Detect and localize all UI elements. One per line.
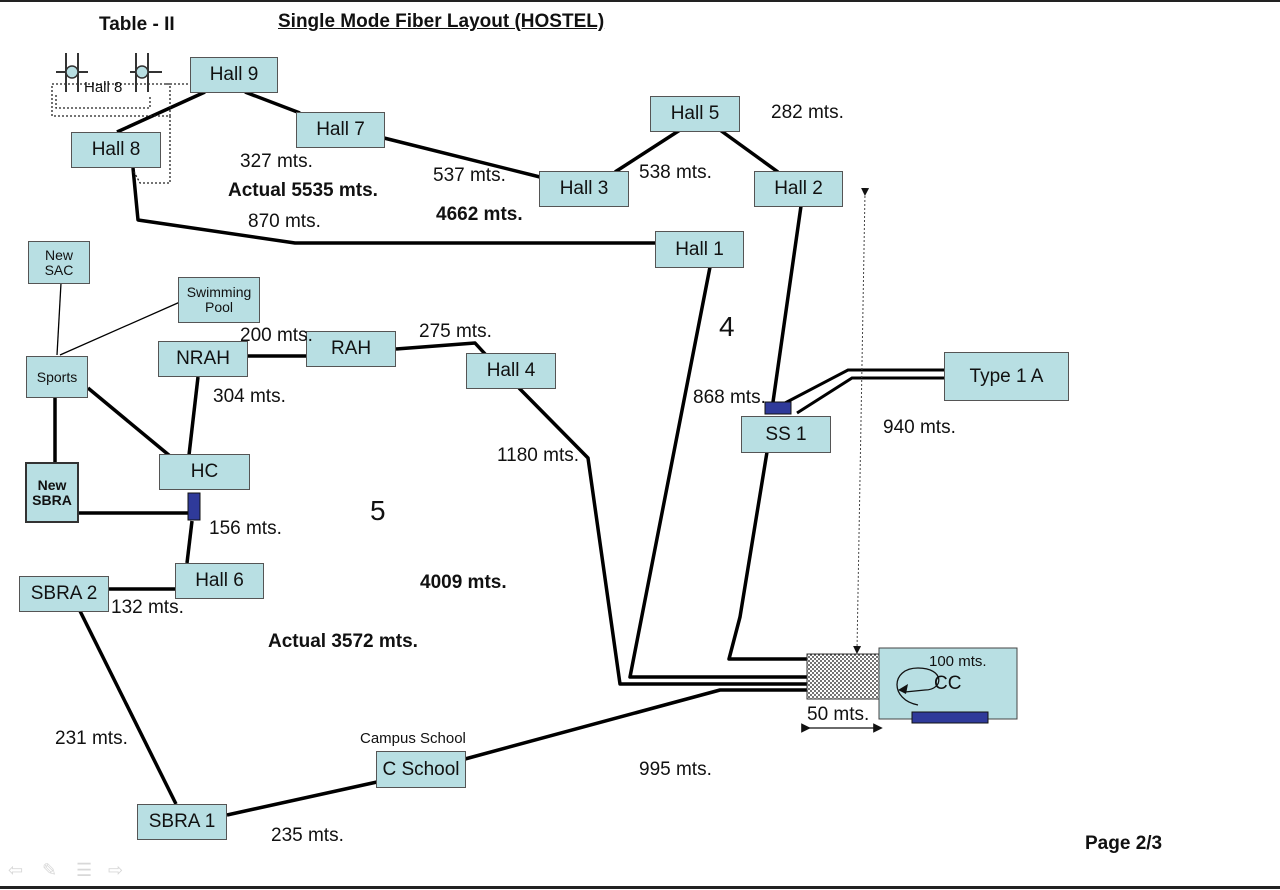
- node-c-school[interactable]: C School: [376, 751, 466, 788]
- dotted-arrow: [853, 187, 870, 654]
- link-hall1-cc: [628, 266, 807, 679]
- distance-100: 100 mts.: [929, 653, 987, 670]
- splice-box-ss1: [764, 401, 792, 415]
- actual-south-total: Actual 3572 mts.: [268, 631, 418, 652]
- distance-995: 995 mts.: [639, 759, 712, 780]
- actual-north-total: Actual 5535 mts.: [228, 180, 378, 201]
- link-sports-hc: [86, 386, 172, 458]
- distance-1180: 1180 mts.: [497, 445, 580, 466]
- cc-loop-icon: [896, 667, 940, 706]
- distance-50: 50 mts.: [807, 704, 870, 725]
- node-rah[interactable]: RAH: [306, 331, 396, 367]
- distance-868: 868 mts.: [693, 387, 766, 408]
- node-hall8[interactable]: Hall 8: [71, 132, 161, 168]
- zone-4-label: 4: [719, 311, 735, 342]
- node-swimming-pool[interactable]: Swimming Pool: [178, 277, 260, 323]
- node-sbra1[interactable]: SBRA 1: [137, 804, 227, 840]
- link-sbra1-cschool: [226, 780, 378, 817]
- link-cschool-cc: [464, 688, 807, 761]
- node-hall4[interactable]: Hall 4: [466, 353, 556, 389]
- menu-icon[interactable]: ☰: [76, 860, 93, 880]
- campus-school-label: Campus School: [360, 730, 466, 747]
- zone-5-label: 5: [370, 495, 386, 526]
- south-total: 4009 mts.: [420, 572, 507, 593]
- distance-940: 940 mts.: [883, 417, 956, 438]
- node-sbra2[interactable]: SBRA 2: [19, 576, 109, 612]
- node-hall1[interactable]: Hall 1: [655, 231, 744, 268]
- link-hall3-hall5: [614, 128, 681, 174]
- north-total: 4662 mts.: [436, 204, 523, 225]
- cc-patch-panel: [806, 653, 881, 700]
- distance-537: 537 mts.: [433, 165, 506, 186]
- distance-538: 538 mts.: [639, 162, 712, 183]
- link-newsac-sports: [56, 282, 62, 356]
- link-hc-hall6: [185, 520, 194, 564]
- link-ss1-cc: [727, 451, 807, 661]
- top-border: [0, 0, 1280, 2]
- distance-870: 870 mts.: [248, 211, 321, 232]
- link-rah-hall4: [395, 341, 488, 357]
- link-hall5-hall2: [718, 128, 780, 174]
- distance-327: 327 mts.: [240, 151, 313, 172]
- table-label: Table - II: [99, 14, 175, 35]
- link-hall8-hall9: [116, 90, 206, 134]
- link-hall9-hall7: [244, 90, 301, 115]
- distance-156: 156 mts.: [209, 518, 282, 539]
- link-ss1-type1a-a: [784, 368, 945, 405]
- cc-label: CC: [934, 673, 962, 694]
- splice-box-hc: [187, 492, 201, 521]
- pen-icon[interactable]: ✎: [42, 860, 58, 880]
- node-type1a[interactable]: Type 1 A: [944, 352, 1069, 401]
- link-nrah-hc: [187, 376, 200, 456]
- distance-132: 132 mts.: [111, 597, 184, 618]
- link-pool-sports: [59, 301, 181, 356]
- node-new-sbra[interactable]: New SBRA: [25, 462, 79, 523]
- node-hall9[interactable]: Hall 9: [190, 57, 278, 93]
- distance-235: 235 mts.: [271, 825, 344, 846]
- cc-rack: [911, 711, 989, 724]
- link-hall2-ss1: [771, 205, 803, 403]
- link-hall7-hall3: [383, 136, 541, 179]
- distance-304: 304 mts.: [213, 386, 286, 407]
- distance-282: 282 mts.: [771, 102, 844, 123]
- node-hall2[interactable]: Hall 2: [754, 171, 843, 207]
- link-hall8-hall1: [131, 167, 656, 245]
- bottom-border: [0, 886, 1280, 889]
- node-nrah[interactable]: NRAH: [158, 341, 248, 377]
- link-sbra2-sbra1: [78, 610, 178, 805]
- link-hall4-cc: [517, 386, 807, 686]
- distance-275: 275 mts.: [419, 321, 492, 342]
- node-sports[interactable]: Sports: [26, 356, 88, 398]
- arrow-right-icon[interactable]: ⇨: [108, 860, 124, 880]
- node-hall7[interactable]: Hall 7: [296, 112, 385, 148]
- hall8-inset-label: Hall 8: [84, 79, 123, 96]
- link-ss1-type1a-b: [796, 376, 945, 415]
- node-new-sac[interactable]: New SAC: [28, 241, 90, 284]
- node-hc[interactable]: HC: [159, 454, 250, 490]
- diagram-title: Single Mode Fiber Layout (HOSTEL): [278, 11, 605, 32]
- distance-231: 231 mts.: [55, 728, 128, 749]
- node-hall6[interactable]: Hall 6: [175, 563, 264, 599]
- node-hall5[interactable]: Hall 5: [650, 96, 740, 132]
- hall8-inset-outline: [51, 83, 171, 117]
- arrow-left-icon[interactable]: ⇦: [8, 860, 24, 880]
- page-number: Page 2/3: [1085, 833, 1163, 854]
- distance-200: 200 mts.: [240, 325, 313, 346]
- node-hall3[interactable]: Hall 3: [539, 171, 629, 207]
- node-ss1[interactable]: SS 1: [741, 416, 831, 453]
